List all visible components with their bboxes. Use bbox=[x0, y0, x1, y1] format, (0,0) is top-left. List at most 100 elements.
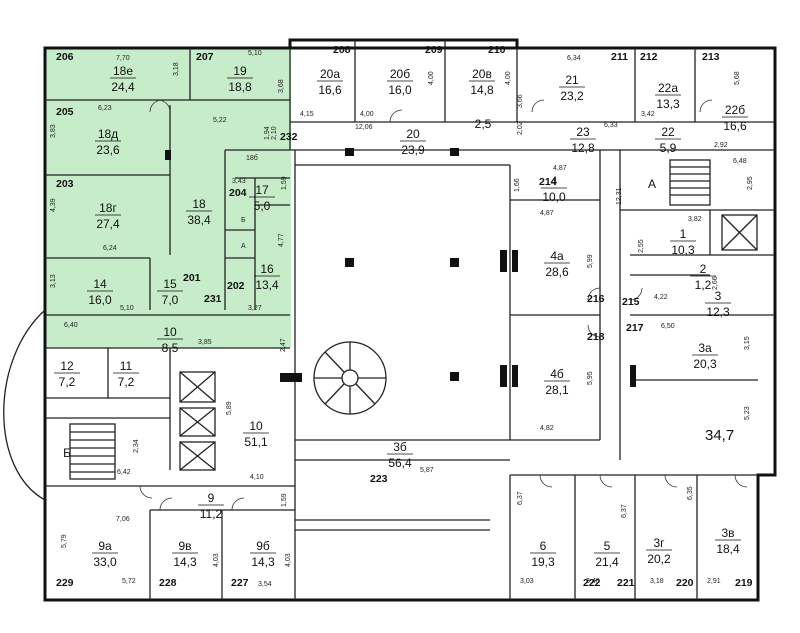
dimension-d18: 2,10 bbox=[271, 126, 278, 140]
room-area: 23,6 bbox=[96, 143, 120, 157]
interior-walls bbox=[45, 40, 775, 600]
room-name: 18 bbox=[192, 197, 206, 211]
dimension-d38: 3,27 bbox=[248, 305, 262, 312]
room-number-r215: 215 bbox=[622, 296, 640, 308]
room-area: 13,4 bbox=[255, 278, 279, 292]
room-r15: 157,0 bbox=[157, 277, 183, 307]
room-area: 28,6 bbox=[545, 265, 569, 279]
room-area: 10,0 bbox=[542, 190, 566, 204]
room-name: 20 bbox=[406, 127, 420, 141]
room-r347: 34,7 bbox=[705, 427, 734, 444]
dimension-d35: 2,55 bbox=[638, 239, 645, 253]
room-area: 23,9 bbox=[401, 143, 425, 157]
room-number-r203: 203 bbox=[56, 178, 74, 190]
dimension-d2: 5,10 bbox=[248, 50, 262, 57]
dimension-d6: 4,00 bbox=[360, 111, 374, 118]
room-r1: 110,3 bbox=[670, 227, 696, 257]
dimension-d56: 6,37 bbox=[621, 504, 628, 518]
room-name: 10 bbox=[249, 419, 263, 433]
room-name: 3а bbox=[698, 341, 712, 355]
room-number-r207: 207 bbox=[196, 51, 214, 63]
room-area: 10,3 bbox=[671, 243, 695, 257]
dimension-d53: 5,87 bbox=[420, 467, 434, 474]
dimension-d11: 6,34 bbox=[567, 55, 581, 62]
dimension-d46: 5,95 bbox=[587, 371, 594, 385]
room-area: 38,4 bbox=[187, 213, 211, 227]
room-area: 12,3 bbox=[706, 305, 730, 319]
room-area: 18,4 bbox=[716, 542, 740, 556]
room-number-r210: 210 bbox=[488, 44, 506, 56]
room-name: 9в bbox=[178, 539, 191, 553]
room-number-r205: 205 bbox=[56, 106, 74, 118]
room-name: 20а bbox=[320, 67, 340, 81]
dimension-d27: 2,95 bbox=[747, 176, 754, 190]
dimension-d41: 6,40 bbox=[64, 322, 78, 329]
stairs-and-elevators bbox=[3, 159, 758, 501]
dimension-d60: 4,03 bbox=[213, 553, 220, 567]
room-labels: 18е24,41918,820а16,620б16,020в14,82123,2… bbox=[54, 64, 748, 569]
room-number-r208: 208 bbox=[333, 44, 351, 56]
room-number-r209: 209 bbox=[425, 44, 443, 56]
spiral-stair bbox=[313, 341, 387, 415]
dimension-d55: 6,37 bbox=[517, 491, 524, 505]
room-name: 20в bbox=[472, 67, 492, 81]
dimension-d23: 3,43 bbox=[232, 178, 246, 185]
dimension-d57: 6,35 bbox=[687, 486, 694, 500]
room-area: 7,2 bbox=[59, 375, 76, 389]
room-r3: 312,3 bbox=[705, 289, 731, 319]
dimension-d29: 4,39 bbox=[50, 198, 57, 212]
dimension-d7: 12,06 bbox=[355, 124, 373, 131]
dimension-d52: 4,10 bbox=[250, 474, 264, 481]
dimension-d8: 4,00 bbox=[428, 71, 435, 85]
dimension-d64: 3,03 bbox=[520, 578, 534, 585]
room-rB1: Б bbox=[241, 217, 246, 224]
room-r6: 619,3 bbox=[530, 539, 556, 569]
dimension-d9: 4,00 bbox=[505, 71, 512, 85]
room-name: 12 bbox=[60, 359, 74, 373]
room-r4a: 4а 28,6 bbox=[544, 249, 570, 279]
room-number-r211: 211 bbox=[611, 51, 628, 63]
elevators-center bbox=[179, 371, 216, 471]
room-area: 18,8 bbox=[228, 80, 252, 94]
room-name: 18е bbox=[113, 64, 133, 78]
dimension-d21: 2,92 bbox=[714, 142, 728, 149]
room-number-r218: 218 bbox=[587, 331, 605, 343]
room-area: 19,3 bbox=[531, 555, 555, 569]
dimension-d59: 5,79 bbox=[61, 534, 68, 548]
room-area: 28,1 bbox=[545, 383, 569, 397]
room-area: 34,7 bbox=[705, 427, 734, 444]
room-number-r231: 231 bbox=[204, 293, 222, 305]
room-area: 51,1 bbox=[244, 435, 268, 449]
room-number-r220: 220 bbox=[676, 577, 694, 589]
dimension-d42: 6,50 bbox=[661, 323, 675, 330]
dimension-d28: 12,31 bbox=[616, 187, 623, 205]
room-number-r223: 223 bbox=[370, 473, 388, 485]
dimension-d62: 5,72 bbox=[122, 578, 136, 585]
room-area: 8,5 bbox=[162, 341, 179, 355]
room-area: 21,4 bbox=[595, 555, 619, 569]
room-name: 4а bbox=[550, 249, 564, 263]
room-name: 15 bbox=[163, 277, 177, 291]
columns bbox=[165, 148, 636, 387]
room-area: 27,4 bbox=[96, 217, 120, 231]
room-area: 16,6 bbox=[723, 119, 747, 133]
room-r11: 117,2 bbox=[113, 359, 139, 389]
dimension-d32: 6,24 bbox=[103, 245, 117, 252]
highlighted-zone bbox=[45, 48, 291, 348]
room-name: 3г bbox=[653, 536, 665, 550]
dimension-d16: 3,83 bbox=[50, 124, 57, 138]
room-r18: 18 38,4 bbox=[186, 197, 212, 227]
